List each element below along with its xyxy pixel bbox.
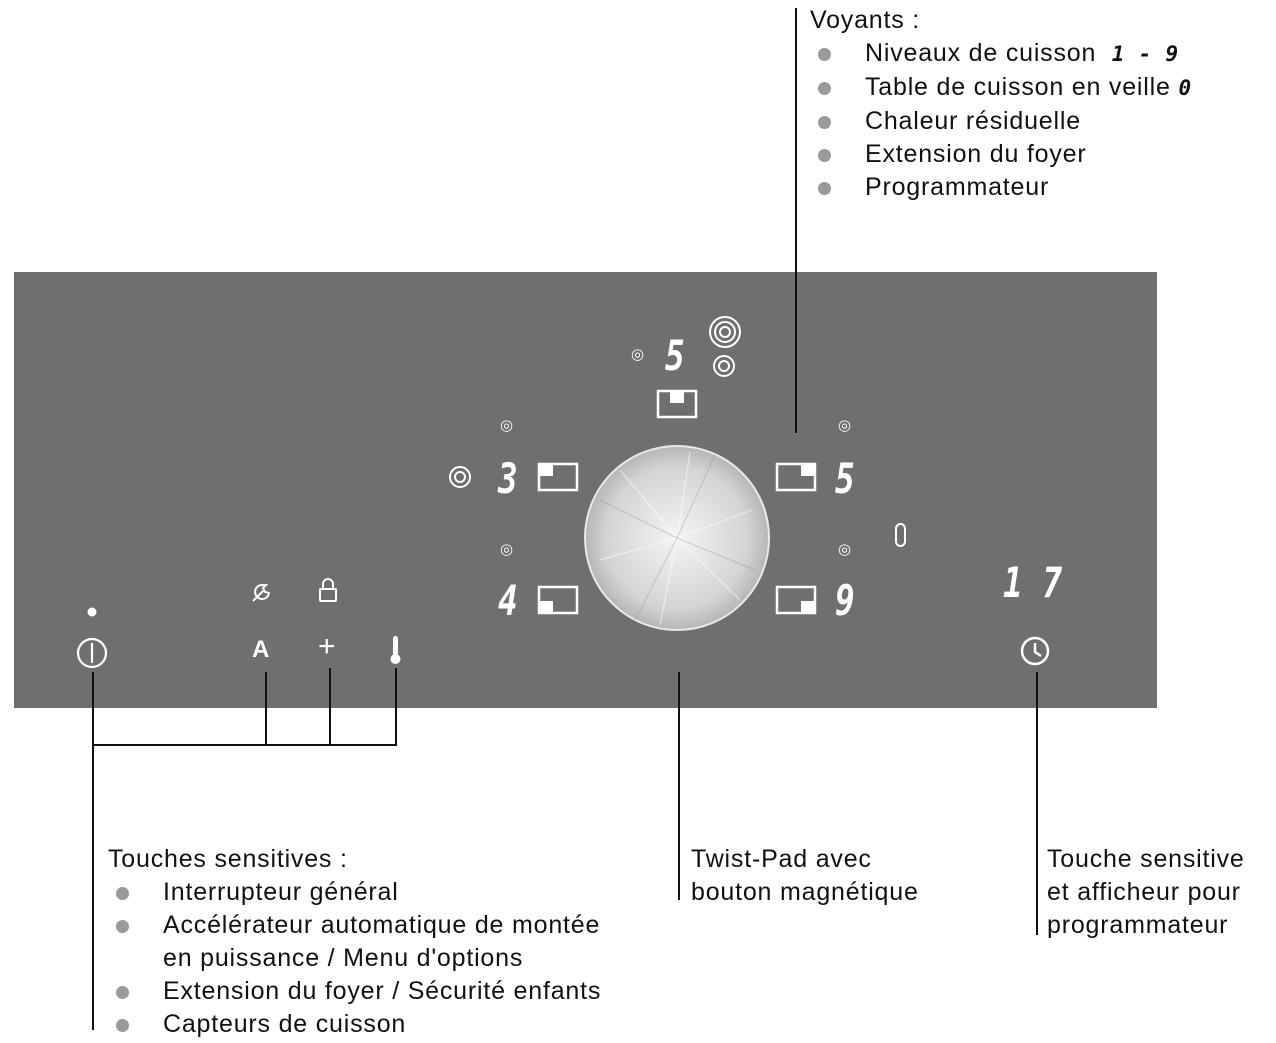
touche-item: Extension du foyer / Sécurité enfants — [108, 975, 601, 1008]
twistpad-label-line1: Twist-Pad avec — [691, 845, 872, 873]
voyant-item: Niveaux de cuisson 1 - 9 — [810, 37, 1192, 71]
auto-boost-button[interactable]: A — [252, 636, 270, 663]
touches-list: Interrupteur général Accélérateur automa… — [108, 876, 601, 1041]
zone-left-top-level: 3 — [498, 454, 518, 503]
power-indicator-dot — [87, 607, 97, 617]
twist-pad-knob[interactable] — [584, 445, 770, 631]
extension-plus-button[interactable]: + — [318, 630, 336, 663]
touches-callout: Touches sensitives : Interrupteur généra… — [108, 843, 601, 1041]
single-ring-icon — [713, 355, 735, 377]
programmateur-label-line1: Touche sensitive — [1047, 845, 1245, 873]
residual-heat-icon: ◎ — [631, 346, 645, 363]
zone-right-bottom-indicator — [775, 585, 817, 615]
ring-left-icon — [449, 466, 471, 488]
residual-heat-icon: ◎ — [500, 417, 514, 434]
clock-icon[interactable] — [1020, 636, 1050, 666]
double-ring-icon — [709, 316, 741, 348]
programmateur-label-line2: et afficheur pour — [1047, 878, 1241, 906]
residual-heat-icon: ◎ — [500, 541, 514, 558]
touche-item: Interrupteur général — [108, 876, 601, 909]
voyants-heading: Voyants : — [810, 6, 921, 34]
twistpad-label-line2: bouton magnétique — [691, 878, 919, 906]
zone-right-bottom-level: 9 — [835, 576, 855, 625]
lock-icon — [319, 578, 337, 602]
residual-heat-icon: ◎ — [838, 541, 852, 558]
thermometer-icon[interactable] — [390, 636, 401, 664]
zone-right-top-indicator — [775, 462, 817, 492]
voyant-item: Extension du foyer — [810, 138, 1192, 171]
residual-heat-icon: ◎ — [838, 417, 852, 434]
touches-heading: Touches sensitives : — [108, 845, 348, 873]
zone-top-level: 5 — [665, 331, 685, 380]
touche-item: Accélérateur automatique de montée — [108, 909, 601, 942]
wrench-icon — [252, 584, 271, 602]
voyant-item: Programmateur — [810, 171, 1192, 204]
zone-left-top-indicator — [537, 462, 579, 492]
voyants-callout: Voyants : Niveaux de cuisson 1 - 9 Table… — [810, 4, 1192, 204]
standby-zero-indicator — [895, 523, 906, 547]
programmateur-label-line3: programmateur — [1047, 911, 1229, 939]
touche-item: Capteurs de cuisson — [108, 1008, 601, 1041]
voyant-item: Chaleur résiduelle — [810, 105, 1192, 138]
zone-left-bottom-indicator — [537, 585, 579, 615]
voyant-item: Table de cuisson en veille 0 — [810, 71, 1192, 105]
zone-right-top-level: 5 — [835, 454, 855, 503]
timer-display: 1 7 — [1003, 558, 1063, 607]
touche-item-continuation: en puissance / Menu d'options — [163, 944, 524, 972]
control-panel — [14, 272, 1157, 708]
voyants-list: Niveaux de cuisson 1 - 9 Table de cuisso… — [810, 37, 1192, 204]
power-icon[interactable] — [76, 637, 108, 669]
zone-left-bottom-level: 4 — [498, 576, 518, 625]
